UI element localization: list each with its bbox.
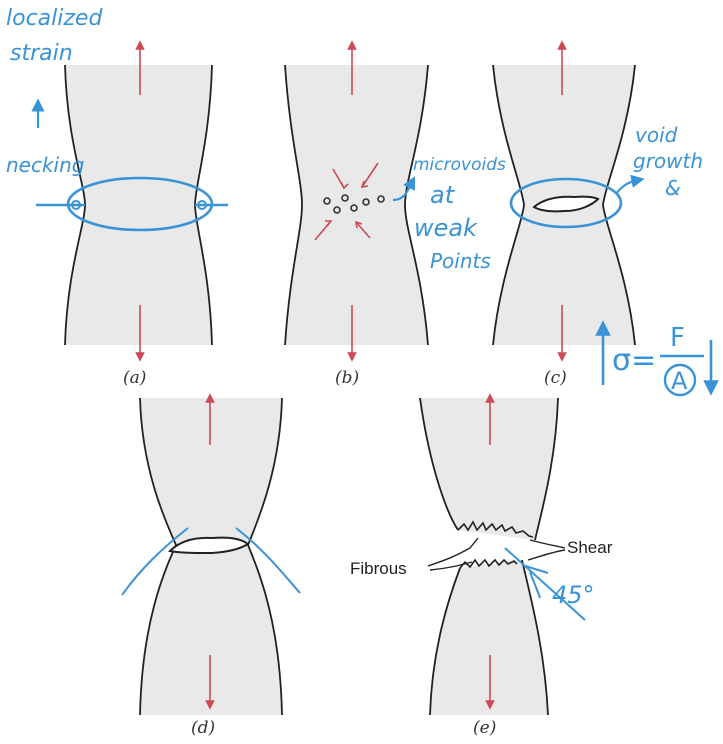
label-shear: Shear — [567, 538, 613, 557]
note-angle: 45° — [552, 581, 595, 609]
angle-arc — [529, 571, 541, 599]
microvoids — [323, 194, 385, 214]
panel-c: (c) — [492, 40, 636, 388]
crack-d — [167, 536, 250, 555]
shear-line-right-d — [235, 527, 301, 594]
necking-dot-right — [197, 200, 207, 210]
specimen-e-upper-right-edge — [534, 397, 559, 541]
specimen-b — [285, 65, 428, 345]
shear-line-left-d — [121, 527, 189, 596]
shear-plane-line — [504, 547, 586, 621]
annotations: localized strain necking microvoids at w… — [6, 6, 719, 621]
specimen-d — [140, 398, 282, 715]
note-sigma: σ= — [612, 343, 656, 378]
shear-leader — [527, 539, 566, 561]
fracture-surface-upper — [457, 520, 534, 538]
fracture-surface-lower — [459, 558, 518, 569]
note-localized: localized — [6, 6, 103, 31]
fibrous-leader-2 — [429, 561, 473, 571]
note-necking: necking — [6, 153, 85, 177]
specimen-a — [65, 65, 212, 345]
caption-c: (c) — [544, 368, 567, 388]
fibrous-leader — [427, 537, 479, 567]
note-growth: growth — [633, 149, 703, 173]
specimen-c-left-edge — [492, 64, 525, 346]
specimen-e-lower-left-edge — [429, 567, 461, 716]
caption-b: (b) — [335, 368, 359, 388]
necking-dot-left — [71, 200, 81, 210]
panel-d: (d) — [139, 393, 283, 738]
note-area: A — [671, 367, 688, 395]
note-void: void — [635, 123, 678, 147]
specimen-c-right-edge — [602, 64, 636, 346]
caption-e: (e) — [473, 718, 496, 738]
area-circle — [663, 363, 697, 397]
note-amp: & — [665, 176, 681, 200]
specimen-e-upper — [420, 398, 558, 540]
void-crack-c — [532, 195, 600, 213]
label-fibrous: Fibrous — [350, 559, 407, 578]
microvoids-arrow — [392, 176, 415, 202]
specimen-b-right-edge — [404, 64, 429, 346]
void-arrow — [615, 174, 645, 195]
note-force: F — [670, 323, 685, 353]
shear-direction-marks — [314, 162, 379, 241]
specimen-e-lower-right-edge — [521, 559, 549, 716]
panel-b: (b) — [284, 40, 429, 388]
void-ellipse — [509, 177, 623, 229]
caption-a: (a) — [123, 368, 146, 388]
note-at: at — [430, 181, 456, 209]
angle-base-line — [521, 564, 549, 574]
note-weak: weak — [414, 214, 478, 242]
specimen-e-lower — [430, 560, 548, 715]
note-microvoids: microvoids — [413, 155, 506, 175]
caption-d: (d) — [191, 718, 215, 738]
note-strain: strain — [10, 41, 73, 66]
panel-a: (a) — [64, 40, 213, 388]
note-points: Points — [430, 249, 491, 273]
panel-e: Fibrous Shear (e) — [350, 393, 613, 738]
specimen-e-upper-left-edge — [419, 397, 459, 531]
specimen-b-left-edge — [284, 64, 303, 346]
